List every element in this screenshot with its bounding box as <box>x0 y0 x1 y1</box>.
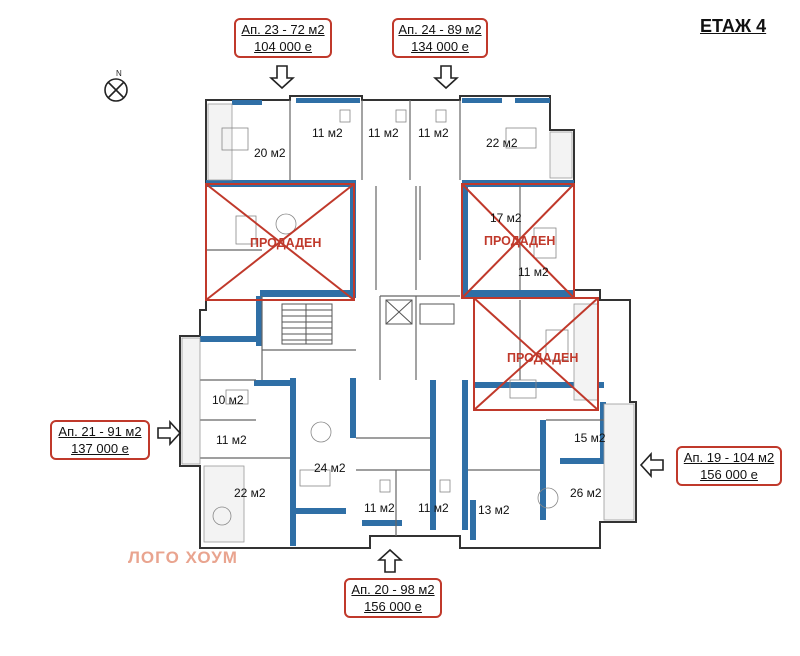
arrow-up-icon <box>377 548 403 573</box>
furniture <box>212 109 569 526</box>
sold-label-top-right: ПРОДАДЕН <box>484 234 555 248</box>
arrow-down-icon <box>269 65 295 90</box>
compass-icon <box>104 78 128 102</box>
room-area: 26 м2 <box>570 486 602 500</box>
apartment-label-line1: Ап. 19 - 104 м2 <box>683 450 775 465</box>
room-area: 11 м2 <box>518 265 549 279</box>
room-area: 11 м2 <box>418 126 449 140</box>
floor-title: ЕТАЖ 4 <box>700 16 767 36</box>
apartment-label-24[interactable]: Ап. 24 - 89 м2 134 000 е <box>392 18 488 58</box>
room-area: 22 м2 <box>486 136 518 150</box>
apartment-label-19[interactable]: Ап. 19 - 104 м2 156 000 е <box>676 446 782 486</box>
apartment-label-line2: 104 000 е <box>254 39 312 54</box>
room-area: 15 м2 <box>574 431 606 445</box>
apartment-label-21[interactable]: Ап. 21 - 91 м2 137 000 е <box>50 420 150 460</box>
building-outline <box>179 95 637 549</box>
room-area: 17 м2 <box>490 211 522 225</box>
terraces <box>181 103 635 543</box>
apartment-label-line1: Ап. 21 - 91 м2 <box>58 424 142 439</box>
arrow-down-icon <box>433 65 459 90</box>
apartment-label-line2: 134 000 е <box>411 39 469 54</box>
room-area: 11 м2 <box>216 433 247 447</box>
room-area: 22 м2 <box>234 486 266 500</box>
apartment-label-line2: 156 000 е <box>700 467 758 482</box>
room-area: 24 м2 <box>314 461 346 475</box>
compass-north-label: N <box>116 69 122 78</box>
apartment-label-line1: Ап. 20 - 98 м2 <box>351 582 435 597</box>
apartment-label-line1: Ап. 23 - 72 м2 <box>241 22 325 37</box>
apartment-label-20[interactable]: Ап. 20 - 98 м2 156 000 е <box>344 578 442 618</box>
room-area: 11 м2 <box>364 501 395 515</box>
room-area: 11 м2 <box>312 126 343 140</box>
watermark: ЛОГО ХОУМ <box>128 548 238 567</box>
arrow-right-icon <box>157 420 182 446</box>
room-area: 10 м2 <box>212 393 244 407</box>
staircase <box>281 303 333 345</box>
apartment-label-line1: Ап. 24 - 89 м2 <box>398 22 482 37</box>
room-area: 20 м2 <box>254 146 286 160</box>
sold-cross-left <box>205 183 355 301</box>
room-area: 11 м2 <box>368 126 399 140</box>
arrow-left-icon <box>639 452 664 478</box>
apartment-label-line2: 156 000 е <box>364 599 422 614</box>
elevator <box>385 299 455 325</box>
room-area: 11 м2 <box>418 501 449 515</box>
sold-label-right: ПРОДАДЕН <box>507 351 578 365</box>
sold-cross-right <box>473 297 599 411</box>
interior-partitions <box>200 100 630 536</box>
room-area: 13 м2 <box>478 503 510 517</box>
apartment-label-23[interactable]: Ап. 23 - 72 м2 104 000 е <box>234 18 332 58</box>
sold-label-left: ПРОДАДЕН <box>250 236 321 250</box>
apartment-label-line2: 137 000 е <box>71 441 129 456</box>
